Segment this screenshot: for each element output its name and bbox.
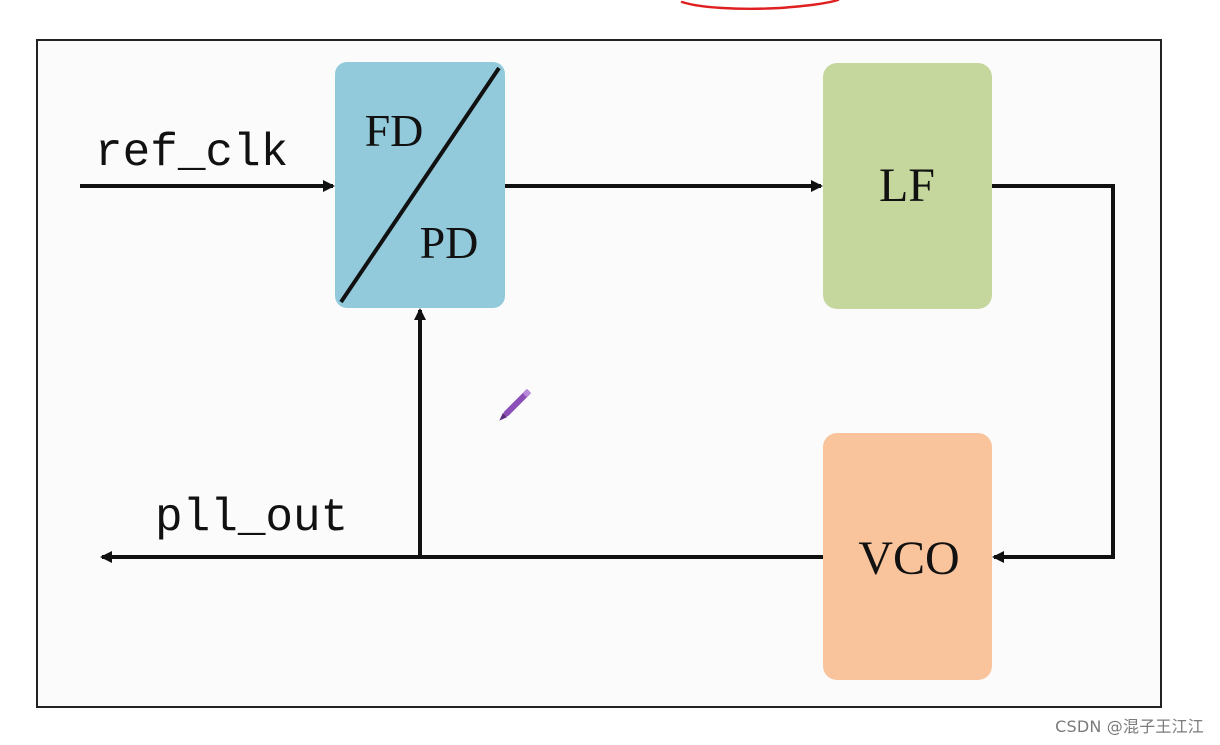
fd-label: FD [365, 105, 424, 156]
vco-label: VCO [858, 532, 959, 585]
fd-pd-divider-line [339, 66, 501, 304]
vco-block: VCO [823, 433, 992, 680]
ref-clk-label: ref_clk [95, 127, 288, 179]
pd-label: PD [420, 217, 479, 268]
csdn-watermark: CSDN @混子王江江 [1055, 717, 1204, 736]
pll-out-label: pll_out [155, 492, 348, 544]
red-annotation-stroke [680, 0, 840, 10]
fd-pd-block: FD PD [335, 62, 505, 308]
lf-label: LF [879, 159, 935, 212]
lf-block: LF [823, 63, 992, 309]
lf-to-vco-feedback-wire [992, 184, 1115, 563]
